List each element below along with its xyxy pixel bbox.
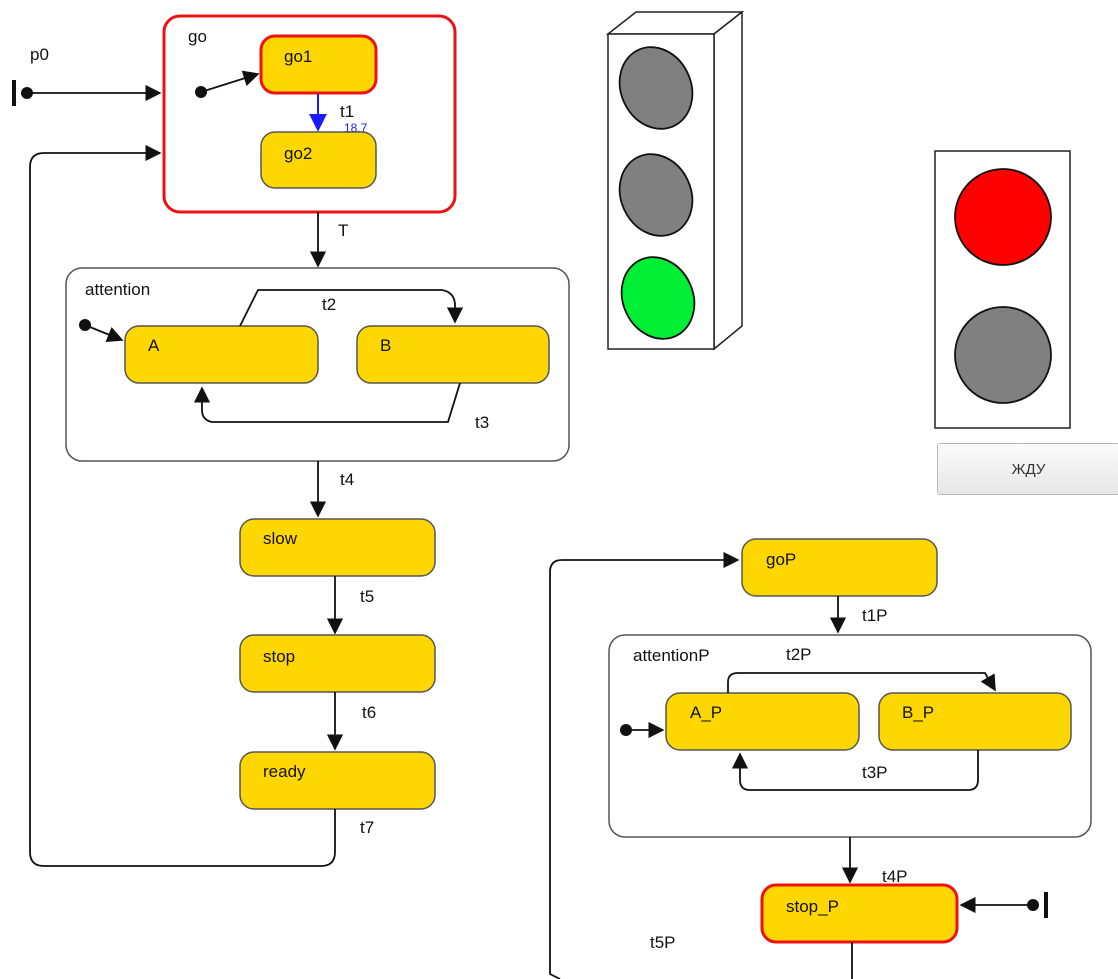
state-stop_P-label: stop_P bbox=[786, 897, 839, 916]
composite-go-label: go bbox=[188, 27, 207, 46]
state-goP-label: goP bbox=[766, 550, 796, 569]
t4P-label: t4P bbox=[882, 867, 908, 886]
t3P-label: t3P bbox=[862, 763, 888, 782]
t1P-label: t1P bbox=[862, 606, 888, 625]
state-slow[interactable]: slow bbox=[239, 518, 436, 577]
car-light-middle bbox=[618, 153, 694, 237]
state-go1-label: go1 bbox=[284, 47, 312, 66]
state-slow-label: slow bbox=[263, 529, 298, 548]
state-stop_P[interactable]: stop_P bbox=[760, 883, 959, 944]
t5P-label: t5P bbox=[650, 933, 676, 952]
t5-label: t5 bbox=[360, 587, 374, 606]
state-ready[interactable]: ready bbox=[239, 751, 436, 810]
state-B_P[interactable]: B_P bbox=[878, 692, 1072, 751]
t2P-arrow bbox=[727, 672, 996, 693]
state-stop[interactable]: stop bbox=[239, 634, 436, 693]
t1-label: t1 bbox=[340, 102, 354, 121]
t6-label: t6 bbox=[362, 703, 376, 722]
go-initial-arrow bbox=[200, 70, 260, 93]
state-go2-label: go2 bbox=[284, 144, 312, 163]
t2P-label: t2P bbox=[786, 645, 812, 664]
state-stop-label: stop bbox=[263, 647, 295, 666]
state-A_P-label: A_P bbox=[690, 703, 722, 722]
pedestrian-light-bottom bbox=[954, 306, 1052, 404]
state-go2[interactable]: go2 bbox=[260, 131, 377, 189]
composite-attention-label: attention bbox=[85, 280, 150, 299]
t3P-arrow bbox=[731, 750, 979, 791]
p0-label: p0 bbox=[30, 45, 49, 64]
wait-button[interactable]: ЖДУ bbox=[937, 443, 1118, 495]
state-ready-label: ready bbox=[263, 762, 306, 781]
state-B-label: B bbox=[380, 336, 391, 355]
state-go1[interactable]: go1 bbox=[259, 34, 378, 95]
t4-label: t4 bbox=[340, 470, 354, 489]
state-B_P-label: B_P bbox=[902, 703, 934, 722]
traffic-light-icon bbox=[605, 10, 745, 351]
composite-attentionP-label: attentionP bbox=[633, 646, 710, 665]
pedestrian-light-icon bbox=[934, 150, 1071, 429]
attention-initial-arrow bbox=[84, 324, 124, 343]
t7-label: t7 bbox=[360, 818, 374, 837]
car-light-top bbox=[618, 46, 694, 130]
t3-label: t3 bbox=[475, 413, 489, 432]
t7-arrow bbox=[29, 144, 336, 867]
t3-arrow bbox=[193, 382, 461, 423]
state-A[interactable]: A bbox=[124, 325, 319, 384]
state-B[interactable]: B bbox=[356, 325, 550, 384]
pedestrian-light-top bbox=[954, 168, 1052, 266]
t5P-arrow bbox=[549, 560, 853, 979]
state-A_P[interactable]: A_P bbox=[665, 692, 860, 751]
t2-label: t2 bbox=[322, 295, 336, 314]
state-goP[interactable]: goP bbox=[741, 538, 938, 597]
car-light-bottom bbox=[620, 256, 696, 340]
state-A-label: A bbox=[148, 336, 160, 355]
T-label: T bbox=[338, 221, 348, 240]
t2-arrow bbox=[239, 289, 464, 327]
